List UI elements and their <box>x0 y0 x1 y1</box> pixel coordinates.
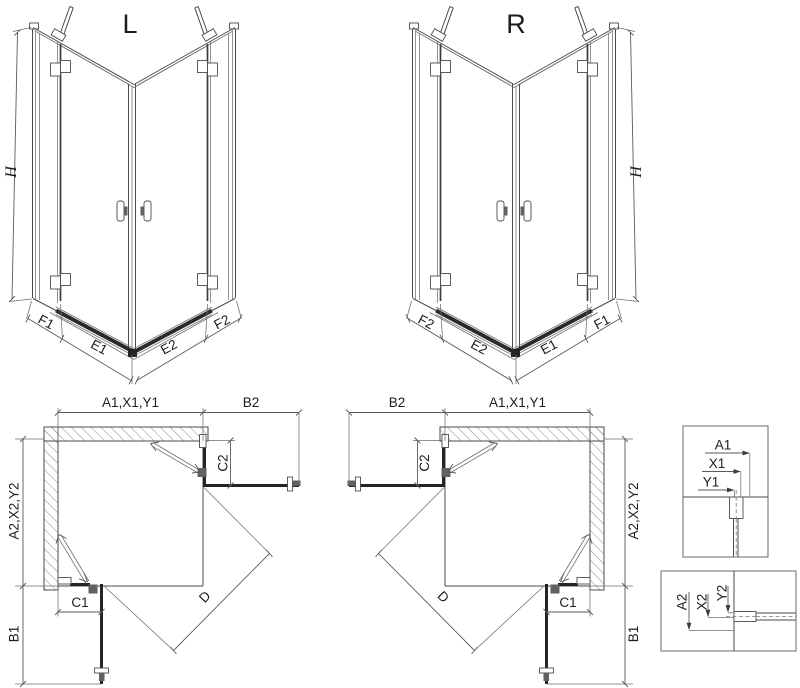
plan-right-b2-label: B2 <box>389 395 406 410</box>
height-label-right: H <box>628 165 645 179</box>
detail-y1-label: Y1 <box>703 475 720 490</box>
plan-left-labels: A1,X1,Y1 B2 C2 A2,X2,Y2 C1 B1 D <box>7 395 260 642</box>
e1-label-right: E1 <box>538 337 560 358</box>
plan-left-depth-label: A2,X2,Y2 <box>7 482 22 539</box>
e2-label-left: E2 <box>158 337 180 358</box>
wall-hatching <box>44 427 604 590</box>
detail-box-width: A1 X1 Y1 <box>682 425 769 558</box>
plan-right-c1-label: C1 <box>559 595 576 610</box>
e2-label-right: E2 <box>468 337 490 358</box>
plan-right-depth-label: A2,X2,Y2 <box>626 482 641 539</box>
plan-right-c2-label: C2 <box>417 454 432 471</box>
f2-label-left: F2 <box>211 312 232 333</box>
plan-view-right <box>344 406 635 688</box>
e1-label-left: E1 <box>88 337 110 358</box>
plan-view-left <box>13 406 304 688</box>
variant-right-title: R <box>506 9 526 39</box>
f2-label-right: F2 <box>416 312 437 333</box>
plan-right-width-label: A1,X1,Y1 <box>489 395 546 410</box>
detail-box-depth: A2 X2 Y2 <box>660 570 797 652</box>
plan-right-d-label: D <box>434 588 452 606</box>
detail-a1-label: A1 <box>715 438 732 453</box>
plan-left-width-label: A1,X1,Y1 <box>102 395 159 410</box>
plan-left-c1-label: C1 <box>71 595 88 610</box>
plan-right-labels: B2 A1,X1,Y1 C2 A2,X2,Y2 C1 B1 D <box>389 395 641 642</box>
detail-x1-label: X1 <box>709 456 726 471</box>
detail-x2-label: X2 <box>695 594 710 611</box>
plan-left-b2-label: B2 <box>243 395 260 410</box>
detail-a2-label: A2 <box>675 594 690 611</box>
iso-left-labels: L H F1 E1 E2 F2 <box>3 9 232 358</box>
plan-left-d-label: D <box>196 588 214 606</box>
variant-left-title: L <box>122 9 137 39</box>
f1-label-right: F1 <box>591 312 612 333</box>
plan-right-b1-label: B1 <box>626 626 641 643</box>
iso-right-labels: R H F2 E2 E1 F1 <box>416 9 645 358</box>
plan-left-c2-label: C2 <box>216 454 231 471</box>
f1-label-left: F1 <box>36 312 57 333</box>
plan-left-b1-label: B1 <box>7 626 22 643</box>
detail-y2-label: Y2 <box>715 585 730 602</box>
height-label-left: H <box>3 165 20 179</box>
